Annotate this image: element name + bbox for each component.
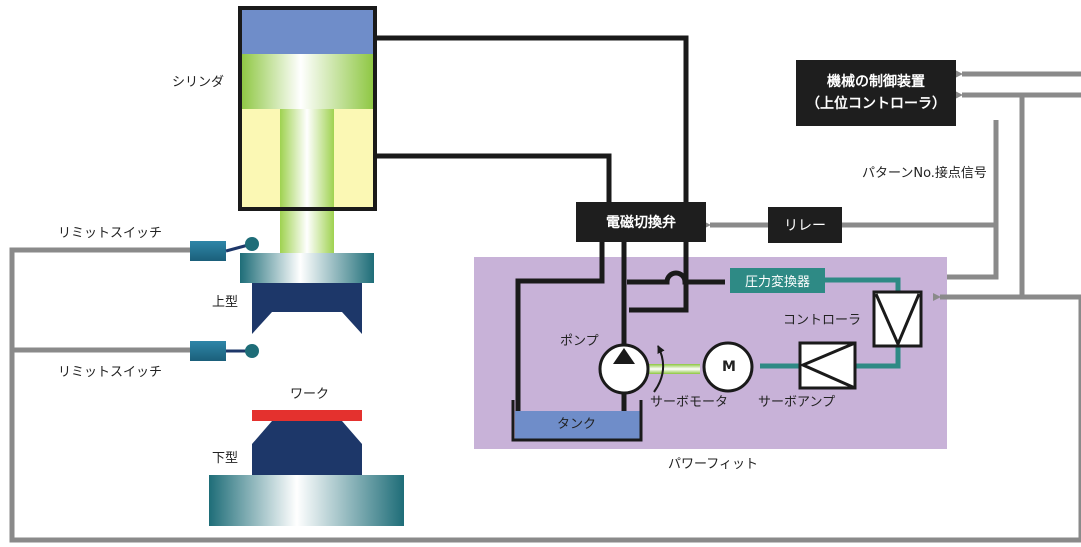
pressure-transducer-label: 圧力変換器 [744,275,810,290]
lower-die-base [209,475,404,526]
tank-oil [515,411,640,439]
limit-switch-top-label: リミットスイッチ [58,226,163,241]
relay-label: リレー [784,218,826,234]
electrical-lines [760,277,901,369]
limit-switch-top-device [190,237,259,261]
solenoid-valve-box: 電磁切換弁 [576,202,706,242]
pressure-transducer-box: 圧力変換器 [730,268,825,293]
host-controller-title-1: 機械の制御装置 [827,74,925,90]
signal-lines [9,70,1081,543]
lower-die-label: 下型 [212,451,239,466]
upper-die-label: 上型 [212,295,239,310]
pump-symbol [598,343,700,395]
power-fit-label: パワーフィット [668,457,758,472]
controller-label: コントローラ [783,313,862,328]
lower-die [252,421,362,475]
host-controller-box: 機械の制御装置 （上位コントローラ） [796,60,956,126]
servo-motor-symbol [702,341,754,393]
upper-die-plate [240,253,374,283]
hydraulic-pipes [375,35,725,440]
cylinder-rod [280,109,334,255]
work-label: ワーク [290,387,330,402]
servo-motor-label: サーボモータ [650,395,729,410]
limit-switch-bottom-device [190,341,259,361]
pattern-signal-label: パターンNo.接点信号 [862,166,987,181]
servo-amp-symbol [798,341,857,390]
upper-die [252,283,362,334]
motor-symbol-label: M [722,359,736,375]
servo-amp-label: サーボアンプ [758,395,836,410]
cylinder-label: シリンダ [172,75,225,90]
solenoid-valve-label: 電磁切換弁 [606,215,676,231]
pump-label: ポンプ [560,334,599,349]
limit-switch-bottom-label: リミットスイッチ [58,365,163,380]
tank-label: タンク [557,417,597,432]
host-controller-title-2: （上位コントローラ） [806,96,946,112]
cylinder-top-chamber [240,8,375,54]
controller-symbol [872,290,923,348]
tank-outline [511,400,643,442]
cylinder-outline [238,6,377,211]
cylinder-piston [240,54,375,109]
work-piece [252,410,362,421]
relay-box: リレー [768,207,842,243]
